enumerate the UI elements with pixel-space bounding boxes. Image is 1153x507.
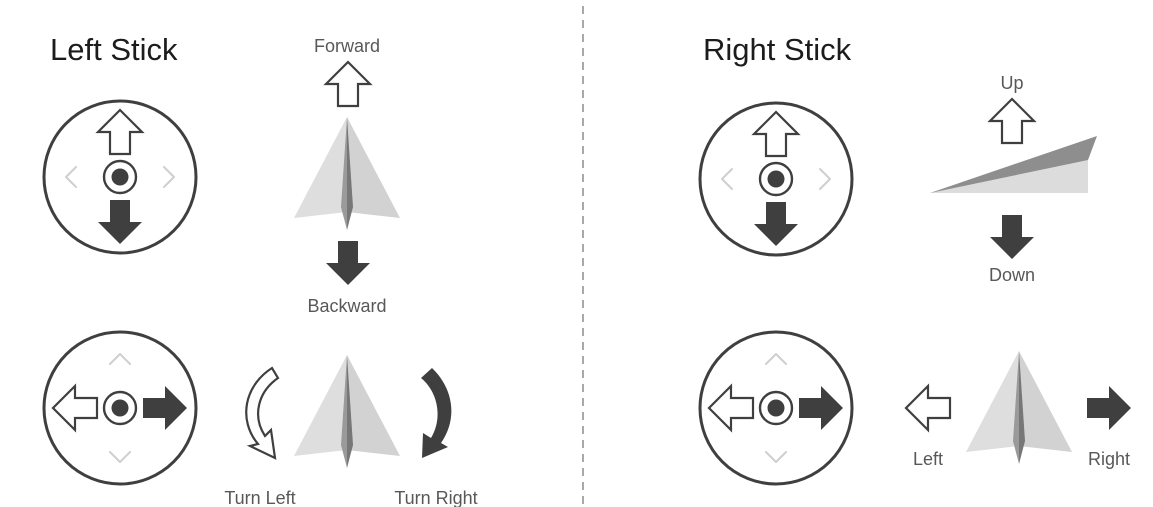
chevron-right-icon xyxy=(163,166,175,188)
stick-knob-icon xyxy=(758,161,794,197)
paper-plane-side-icon xyxy=(930,136,1097,193)
right-stick-title: Right Stick xyxy=(703,32,852,67)
chevron-right-icon xyxy=(819,168,831,190)
backward-arrow-icon xyxy=(326,241,370,285)
right-label: Right xyxy=(1088,449,1130,469)
right-stick-vertical-joystick xyxy=(698,101,854,257)
chevron-left-icon xyxy=(721,168,733,190)
down-arrow-icon xyxy=(990,215,1034,259)
down-label: Down xyxy=(989,265,1035,285)
chevron-left-icon xyxy=(65,166,77,188)
backward-label: Backward xyxy=(307,296,386,316)
stick-knob-icon xyxy=(102,159,138,195)
paper-plane-forward-icon xyxy=(294,117,400,230)
chevron-up-icon xyxy=(109,353,131,365)
turn-right-label: Turn Right xyxy=(394,488,477,507)
left-stick-pitch-joystick xyxy=(42,99,198,255)
chevron-up-icon xyxy=(765,353,787,365)
left-stick-title: Left Stick xyxy=(50,32,178,67)
chevron-down-icon xyxy=(765,451,787,463)
left-stick-yaw-joystick xyxy=(42,330,198,486)
paper-plane-turn-icon xyxy=(294,355,400,468)
chevron-down-icon xyxy=(109,451,131,463)
left-label: Left xyxy=(913,449,943,469)
up-label: Up xyxy=(1000,73,1023,93)
stick-knob-icon xyxy=(102,390,138,426)
left-arrow-icon xyxy=(904,384,952,432)
right-arrow-icon xyxy=(1087,386,1131,430)
stick-knob-icon xyxy=(758,390,794,426)
rotate-right-arrow-icon xyxy=(421,368,452,458)
turn-left-label: Turn Left xyxy=(224,488,295,507)
paper-plane-lateral-icon xyxy=(966,351,1072,464)
forward-label: Forward xyxy=(314,36,380,56)
forward-arrow-icon xyxy=(324,60,372,108)
up-arrow-icon xyxy=(988,97,1036,145)
rotate-left-arrow-icon xyxy=(245,366,280,460)
right-stick-lateral-joystick xyxy=(698,330,854,486)
